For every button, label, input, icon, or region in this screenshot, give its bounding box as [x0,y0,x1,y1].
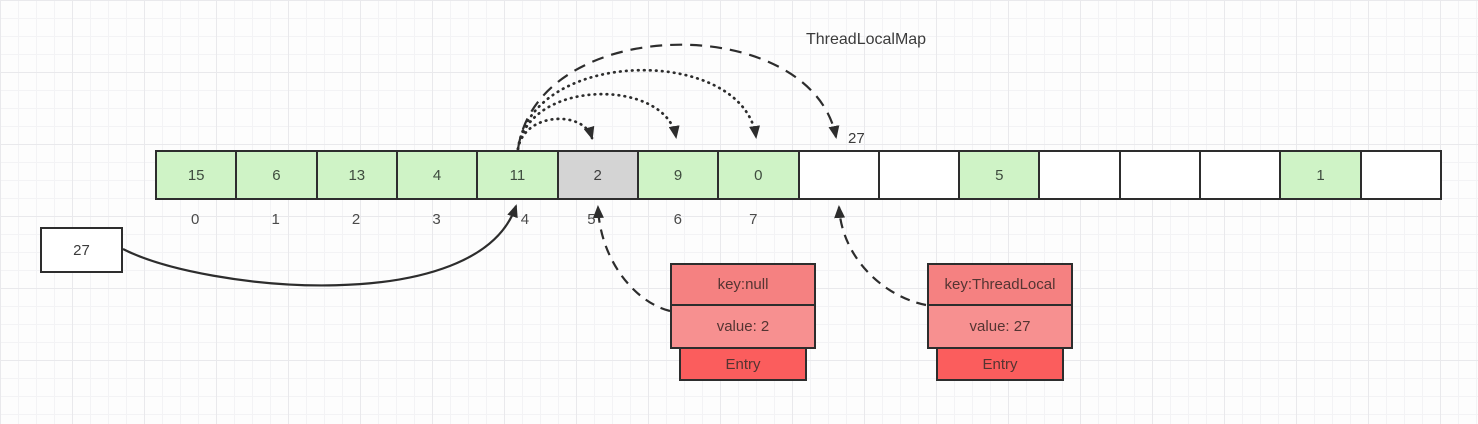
index-label-2: 2 [351,211,361,228]
array-cell-15 [1359,150,1442,200]
array-cell-11 [1038,150,1121,200]
index-label-3: 3 [432,211,441,228]
array-cell-0: 15 [155,150,238,200]
array-cell-5: 2 [556,150,639,200]
array-cell-13 [1199,150,1282,200]
array-cell-12 [1118,150,1202,200]
hash-value: 27 [73,241,90,259]
entry-value-2: value: 2 [670,304,816,349]
entry-key-null: key:null [670,263,816,306]
entry-tab-threadlocal: Entry [936,347,1064,381]
entry-box-null: key:null value: 2 Entry [670,263,816,381]
index-label-7: 7 [749,211,758,228]
probe-arc-slot5 [516,117,595,151]
hash-value-box: 27 [40,227,123,273]
probe-arc-slot7 [516,68,760,151]
index-label-0: 0 [191,211,200,228]
diagram-title: ThreadLocalMap [806,31,927,48]
index-row: 0 1 2 3 4 5 6 7 [155,211,1442,233]
array-cell-6: 9 [636,150,720,200]
probe-arc-slot6 [516,92,680,151]
index-label-1: 1 [271,211,280,228]
hash-index-label: 27 [848,130,865,147]
array-cell-14: 1 [1279,150,1362,200]
array-cell-8 [797,150,880,200]
array-cell-9 [877,150,961,200]
index-label-6: 6 [673,211,683,228]
rehash-arc-slot8 [516,43,840,150]
index-label-4: 4 [520,211,530,228]
array-cell-1: 6 [235,150,318,200]
entry-box-threadlocal: key:ThreadLocal value: 27 Entry [927,263,1073,381]
entry-value-27: value: 27 [927,304,1073,349]
array-cell-7: 0 [717,150,800,200]
index-label-5: 5 [587,211,596,228]
array-cell-10: 5 [958,150,1041,200]
array-cell-2: 13 [315,150,398,200]
array-cell-4: 11 [476,150,559,200]
entry-key-threadlocal: key:ThreadLocal [927,263,1073,306]
array-cell-3: 4 [395,150,479,200]
entry-tab-null: Entry [679,347,807,381]
